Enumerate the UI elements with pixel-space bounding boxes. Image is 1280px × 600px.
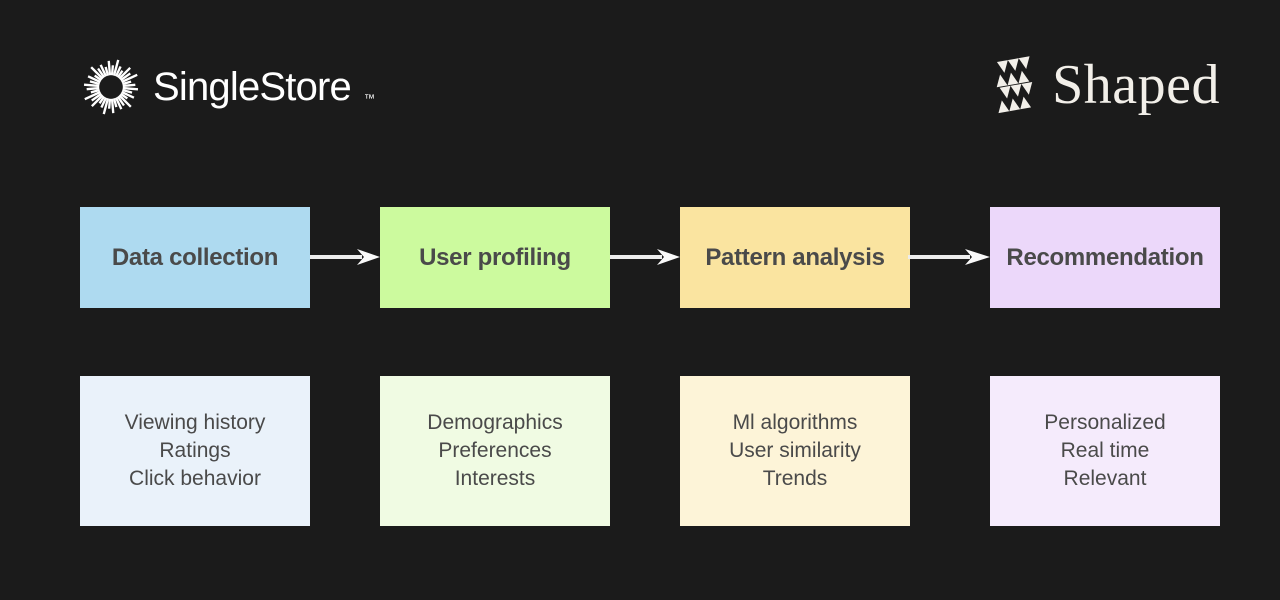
detail-line: Viewing history: [124, 411, 266, 434]
detail-line: Real time: [1060, 439, 1150, 462]
singlestore-logo: SingleStore ™: [80, 54, 375, 120]
detail-line: Relevant: [1063, 467, 1147, 490]
stage-box-data-collection: Data collection: [80, 207, 310, 308]
shaped-triangles-icon: [996, 56, 1033, 114]
stage-box-recommendation: Recommendation: [990, 207, 1220, 308]
detail-line: Demographics: [427, 411, 563, 434]
stage-title-label: Recommendation: [1006, 243, 1204, 271]
detail-line: Preferences: [438, 439, 552, 462]
detail-line: Personalized: [1044, 411, 1166, 434]
stage-box-pattern-analysis: Pattern analysis: [680, 207, 910, 308]
detail-line: Ratings: [159, 439, 231, 462]
detail-box-recommendation: Personalized Real time Relevant: [990, 376, 1220, 526]
detail-line: Click behavior: [129, 467, 261, 490]
detail-box-pattern-analysis: Ml algorithms User similarity Trends: [680, 376, 910, 526]
detail-line: Interests: [454, 467, 536, 490]
stage-box-user-profiling: User profiling: [380, 207, 610, 308]
arrow-right-icon: [610, 249, 680, 265]
flow-arrow: [310, 248, 380, 266]
detail-line: Trends: [762, 467, 828, 490]
arrow-right-icon: [908, 249, 990, 265]
flow-arrow: [908, 248, 990, 266]
arrow-right-icon: [310, 249, 380, 265]
trademark-symbol: ™: [364, 93, 375, 105]
singlestore-logo-text: SingleStore: [153, 65, 352, 109]
stage-title-label: Data collection: [111, 243, 279, 271]
detail-line: Ml algorithms: [732, 411, 858, 434]
flow-arrow: [610, 248, 680, 266]
singlestore-starburst-icon: [83, 59, 139, 115]
detail-box-user-profiling: Demographics Preferences Interests: [380, 376, 610, 526]
shaped-logo: Shaped: [992, 48, 1220, 122]
stage-title-label: User profiling: [419, 243, 571, 271]
detail-box-data-collection: Viewing history Ratings Click behavior: [80, 376, 310, 526]
shaped-logo-text: Shaped: [1052, 54, 1220, 116]
detail-line: User similarity: [729, 439, 861, 462]
stage-title-label: Pattern analysis: [705, 243, 885, 271]
